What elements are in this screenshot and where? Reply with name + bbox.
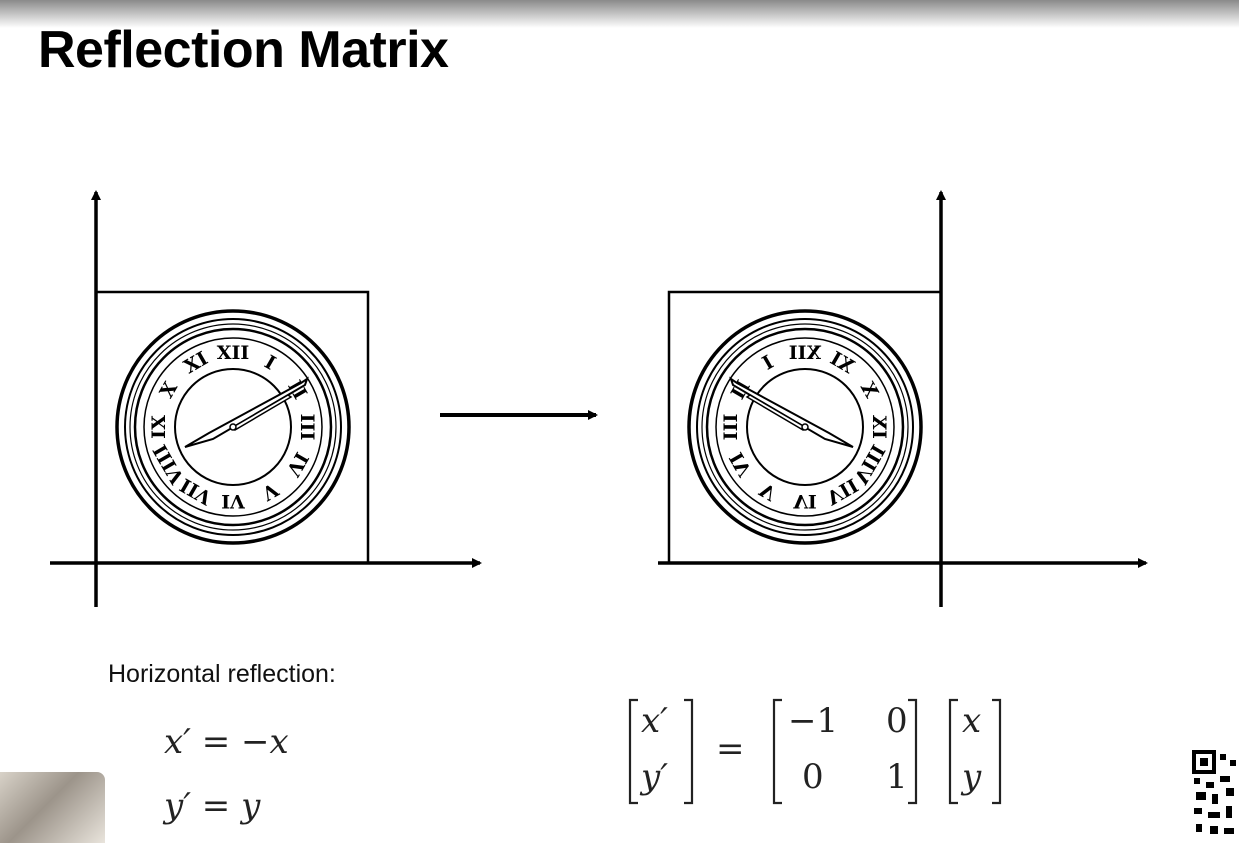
clock-numeral: III [296, 414, 318, 441]
matrix-m22: 1 [886, 757, 908, 797]
matrix-m11: −1 [788, 701, 839, 741]
equation-x: x′ = −x [164, 722, 289, 762]
eq1-equals: = [201, 722, 231, 762]
left-axes [50, 190, 482, 607]
clock-numeral: VI [221, 490, 246, 512]
caption-horizontal-reflection: Horizontal reflection: [108, 660, 336, 688]
eq1-lhs: x′ [164, 722, 191, 762]
lhs-y-prime: y′ [641, 757, 668, 797]
clock-numeral: IX [148, 415, 170, 439]
slide-title: Reflection Matrix [38, 21, 449, 79]
matrix-brackets [628, 698, 1002, 805]
qr-code [1190, 748, 1239, 843]
eq2-equals: = [201, 786, 231, 826]
left-clock: XIIIIIIIIIVVVIVIIVIIIIXXXI [115, 309, 351, 545]
matrix-m12: 0 [886, 701, 908, 741]
matrix-m21: 0 [802, 757, 824, 797]
right-axes [658, 190, 1148, 607]
right-clock-mirrored: XIIIIIIIIIVVVIVIIVIIIIXXXI [687, 309, 923, 545]
rhs-y: y [962, 757, 982, 797]
clock-numeral: XII [789, 342, 822, 364]
left-frame [94, 290, 370, 565]
rhs-x: x [962, 701, 982, 741]
clock-numeral: VI [792, 490, 817, 512]
clock-numeral: III [720, 414, 742, 441]
right-frame [667, 290, 943, 565]
lhs-x-prime: x′ [641, 701, 668, 741]
minute-hand [184, 376, 309, 448]
equation-y: y′ = y [164, 786, 260, 826]
eq1-rhs: −x [241, 722, 289, 762]
webcam-thumbnail [0, 772, 105, 843]
top-shadow [0, 0, 1239, 28]
eq2-lhs: y′ [164, 786, 191, 826]
matrix-equals: = [716, 729, 745, 769]
eq2-rhs: y [241, 786, 261, 826]
clock-numeral: XII [217, 342, 250, 364]
clock-numeral: IX [868, 415, 890, 439]
